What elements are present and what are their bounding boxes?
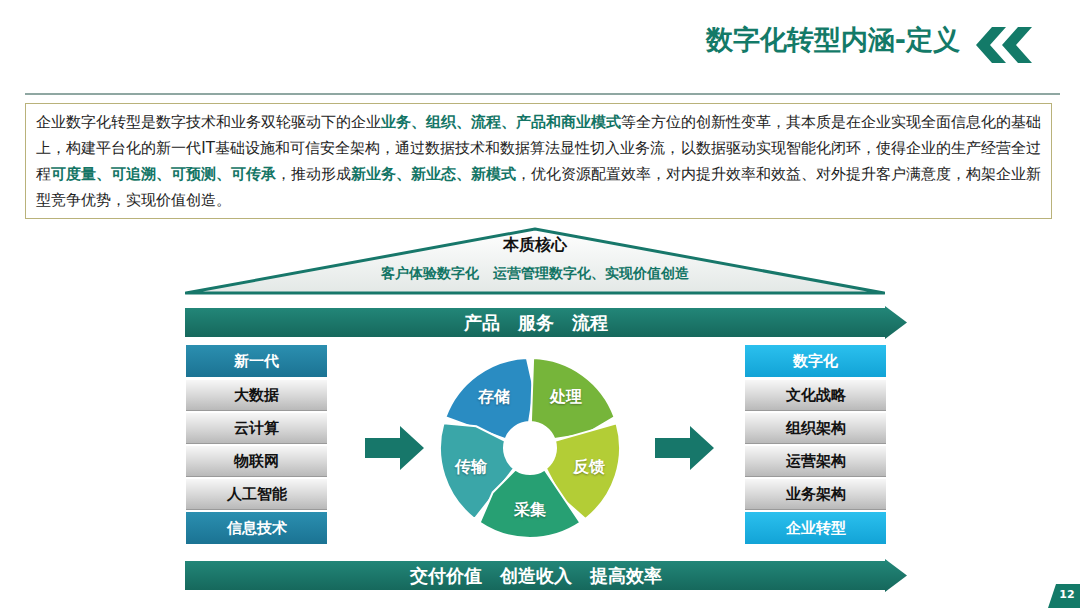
highlight-text: 可度量、可追溯、可预测、可传承 <box>51 165 276 183</box>
page-number: 12 <box>1055 588 1079 601</box>
ring-center <box>506 424 554 472</box>
box-text: 组织架构 <box>786 419 846 438</box>
box-text: 信息技术 <box>227 519 287 538</box>
chevron-icon <box>976 27 1006 63</box>
cycle-step: 采集 <box>504 496 556 524</box>
transform-box: 企业转型 <box>745 512 886 544</box>
tech-box: 大数据 <box>186 380 327 411</box>
step-text: 存储 <box>478 387 510 408</box>
highlight-text: 业务、组织、流程、产品和商业模式 <box>381 113 621 131</box>
step-text: 处理 <box>550 387 582 408</box>
arrow-band: 交付价值 创造收入 提高效率 <box>185 559 907 592</box>
box-text: 文化战略 <box>786 386 846 405</box>
chevron-icon <box>1002 27 1032 63</box>
flow-arrow <box>365 426 424 470</box>
page-tab <box>1048 584 1080 608</box>
flow-arrow <box>655 426 714 470</box>
box-text: 数字化 <box>793 352 838 371</box>
cycle-ring <box>440 358 620 538</box>
box-text: 物联网 <box>234 452 279 471</box>
cycle-step: 存储 <box>468 384 520 412</box>
tech-box: 物联网 <box>186 446 327 477</box>
tech-box: 信息技术 <box>186 512 327 544</box>
roof-subtitle: 客户体验数字化 运营管理数字化、实现价值创造 <box>185 265 885 283</box>
tech-box: 新一代 <box>186 345 327 377</box>
cycle-step: 处理 <box>540 384 592 412</box>
transform-box: 运营架构 <box>745 446 886 477</box>
highlight-text: 新业务、新业态、新模式 <box>351 165 516 183</box>
cycle-step: 传输 <box>445 453 497 481</box>
body-text: 企业数字化转型是数字技术和业务双轮驱动下的企业 <box>36 113 381 131</box>
transform-box: 业务架构 <box>745 479 886 510</box>
box-text: 人工智能 <box>227 485 287 504</box>
box-text: 业务架构 <box>786 485 846 504</box>
cycle-step: 反馈 <box>563 453 615 481</box>
step-text: 反馈 <box>573 457 605 478</box>
title-rule <box>25 93 1060 95</box>
transform-box: 数字化 <box>745 345 886 377</box>
tech-box: 云计算 <box>186 413 327 444</box>
step-text: 传输 <box>455 457 487 478</box>
cycle-segment <box>480 470 581 538</box>
roof-heading: 本质核心 <box>185 235 885 256</box>
band-text: 产品 服务 流程 <box>464 311 608 335</box>
body-text: ，推动形成 <box>276 165 351 183</box>
slide-title: 数字化转型内涵-定义 <box>560 22 960 58</box>
transform-box: 组织架构 <box>745 413 886 444</box>
box-text: 新一代 <box>234 352 279 371</box>
box-text: 云计算 <box>234 419 279 438</box>
definition-box: 企业数字化转型是数字技术和业务双轮驱动下的企业业务、组织、流程、产品和商业模式等… <box>25 103 1052 219</box>
band-text: 交付价值 创造收入 提高效率 <box>410 564 662 588</box>
box-text: 大数据 <box>234 386 279 405</box>
box-text: 企业转型 <box>786 519 846 538</box>
arrow-band: 产品 服务 流程 <box>185 306 907 339</box>
roof-banner: 本质核心客户体验数字化 运营管理数字化、实现价值创造 <box>185 226 885 296</box>
transform-box: 文化战略 <box>745 380 886 411</box>
tech-box: 人工智能 <box>186 479 327 510</box>
step-text: 采集 <box>514 500 546 521</box>
box-text: 运营架构 <box>786 452 846 471</box>
